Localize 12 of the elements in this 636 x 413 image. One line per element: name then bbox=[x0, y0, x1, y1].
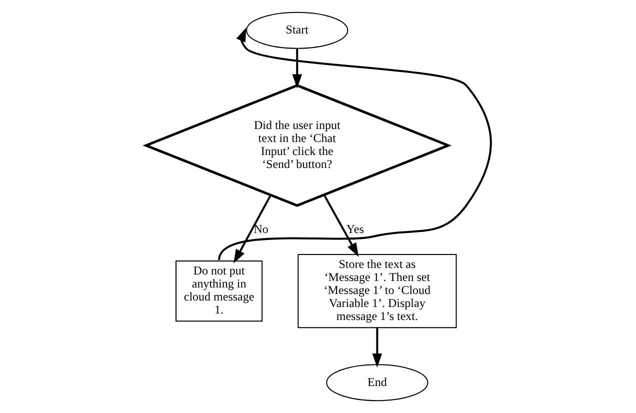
arrow bbox=[292, 48, 302, 88]
arrow bbox=[233, 194, 272, 264]
edge-label: No bbox=[253, 222, 268, 236]
node-ellipse: End bbox=[326, 364, 428, 402]
node-diamond: Did the user input text in the ‘Chat Input’ click the ‘Send’ button? bbox=[142, 84, 452, 207]
node-box: Do not put anything in cloud message 1. bbox=[175, 260, 262, 322]
node-box: Store the text as ‘Message 1’. Then set ‘Message 1’ to ‘Cloud Variable 1’. Display message 1’s text. bbox=[297, 254, 456, 328]
node-ellipse: Start bbox=[246, 12, 348, 49]
arrow bbox=[218, 28, 492, 260]
arrow bbox=[322, 194, 358, 257]
arrow bbox=[372, 328, 382, 368]
edge-label: Yes bbox=[346, 222, 364, 236]
